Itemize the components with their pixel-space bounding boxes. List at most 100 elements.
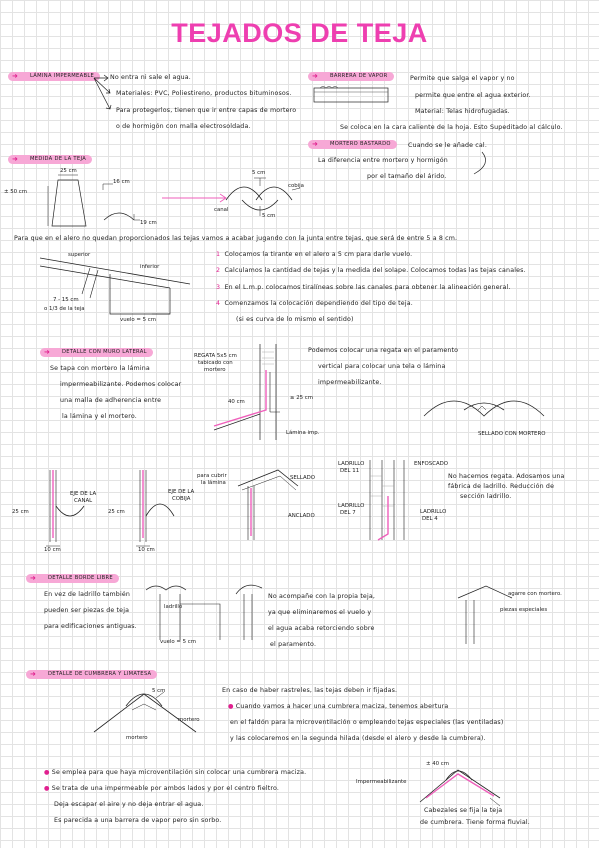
dim-canal-25cm: 25 cm: [12, 509, 29, 515]
dim-16cm: 16 cm: [113, 179, 130, 185]
bullet-icon: ●: [228, 703, 236, 710]
dim-50cm: ± 50 cm: [4, 189, 28, 195]
heading-cumbrera-label: DETALLE DE CUMBRERA Y LIMATESA: [48, 671, 152, 677]
borde-mid-sketch: [235, 584, 263, 640]
label-eje-canal: EJE DE LA: [70, 491, 97, 497]
label-canal: canal: [214, 207, 229, 213]
step-2: 2 Calculamos la cantidad de tejas y la m…: [216, 267, 526, 274]
cumbrera-line-2-text: Cuando vamos a hacer una cumbrera maciza…: [235, 703, 449, 710]
dim-7-15cm: 7 - 15 cm: [53, 297, 79, 303]
muro-note-3: sección ladrillo.: [460, 493, 512, 500]
step-4-text: Comenzamos la colocación dependiendo del…: [224, 300, 413, 307]
cobija-detail-sketch: [136, 470, 175, 547]
label-mortero-left: mortero: [126, 735, 148, 741]
label-para-cubrir: para cubrir: [197, 473, 227, 479]
cumbrera-line-1: En caso de haber rastreles, las tejas de…: [222, 687, 398, 694]
borde-mid-line-4: el paramento.: [270, 641, 317, 648]
lamina-line-4: o de hormigón con malla electrosoldada.: [116, 123, 251, 130]
step-2-text: Calculamos la cantidad de tejas y la med…: [224, 267, 526, 274]
arrow-right-icon: ➜: [30, 574, 37, 582]
barrera-line-5: Cuando se le añade cal.: [408, 142, 487, 149]
dim-cobija-25cm: 25 cm: [108, 509, 125, 515]
steps-note: (si es curva de lo mismo el sentido): [236, 316, 354, 323]
heading-mortero-bastardo: ➜ MORTERO BASTARDO: [308, 140, 397, 149]
label-la-lamina: la lámina: [201, 480, 226, 486]
barrera-line-4: Se coloca en la cara caliente de la hoja…: [340, 124, 563, 131]
dim-40cm: 40 cm: [228, 399, 245, 405]
step-1-text: Colocamos la tirante en el alero a 5 cm …: [224, 251, 413, 258]
barrera-sketch: [313, 86, 389, 103]
dim-borde-vuelo: vuelo = 5 cm: [160, 639, 197, 645]
dim-25cm-regata: ≥ 25 cm: [290, 395, 314, 401]
borde-mid-line-2: ya que eliminaremos el vuelo y: [268, 609, 372, 616]
muro-right-line-2: vertical para colocar una tela o lámina: [318, 363, 446, 370]
cumbrera-sketch: [93, 691, 197, 733]
label-cobija: cobija: [288, 183, 304, 189]
label-mortero-right: mortero: [178, 717, 200, 723]
cumbrera-bullet-4: Es parecida a una barrera de vapor pero …: [54, 817, 222, 824]
arrow-right-icon: ➜: [12, 155, 19, 163]
label-ladrillo-11: LADRILLO: [338, 461, 365, 467]
muro-note-1: No hacemos regata. Adosamos una: [448, 473, 565, 480]
step-3-text: En el L.m.p. colocamos tiralíneas sobre …: [224, 284, 511, 291]
label-enfoscado: ENFOSCADO: [414, 461, 449, 467]
borde-mid-line-3: el agua acaba retorciendo sobre: [268, 625, 375, 632]
teja-dimension-sketch: [47, 174, 140, 227]
heading-barrera: ➜ BARRERA DE VAPOR: [308, 72, 394, 81]
ladrillo-sketch: [369, 460, 405, 541]
dim-cobija-10cm: 10 cm: [138, 547, 155, 553]
label-ladrillo-7: LADRILLO: [338, 503, 365, 509]
heading-lamina-label: LÁMINA IMPERMEABLE: [30, 73, 95, 79]
label-cobija-2: COBIJA: [172, 496, 191, 502]
heading-borde: ➜ DETALLE BORDE LIBRE: [26, 574, 119, 583]
canal-cobija-sketch: [225, 177, 301, 216]
borde-ladrillo-sketch: [145, 585, 221, 640]
cumbrera-line-2: ● Cuando vamos a hacer una cumbrera maci…: [228, 703, 449, 710]
dim-cumbrera-5cm: 5 cm: [152, 688, 166, 694]
step-3-number: 3: [216, 284, 221, 291]
sellado-sketch: [423, 400, 545, 417]
dim-vuelo: vuelo = 5 cm: [120, 317, 157, 323]
label-inferior: inferior: [140, 264, 160, 270]
label-canal-2: CANAL: [74, 498, 93, 504]
canal-detail-sketch: [46, 470, 85, 547]
cumbrera-line-3: en el faldón para la microventilación o …: [230, 719, 504, 726]
regata-sketch: [213, 344, 280, 440]
step-3: 3 En el L.m.p. colocamos tiralíneas sobr…: [216, 284, 511, 291]
cumbrera-line-4: y las colocaremos en la segunda hilada (…: [230, 735, 486, 742]
label-piezas-especiales: piezas especiales: [500, 607, 548, 613]
heading-lamina: ➜ LÁMINA IMPERMEABLE: [8, 72, 101, 81]
muro-line-4: la lámina y el mortero.: [62, 413, 137, 420]
dim-40cm-cumbrera: ± 40 cm: [426, 761, 450, 767]
label-sellado: SELLADO: [290, 475, 316, 481]
step-4: 4 Comenzamos la colocación dependiendo d…: [216, 300, 413, 307]
arrow-right-icon: ➜: [312, 72, 319, 80]
muro-note-2: fábrica de ladrillo. Reducción de: [448, 483, 555, 490]
heading-borde-label: DETALLE BORDE LIBRE: [48, 575, 113, 581]
arrow-right-icon: ➜: [30, 670, 37, 678]
label-ladrillo-4: LADRILLO: [420, 509, 447, 515]
barrera-line-6: La diferencia entre mortero y hormigón: [318, 157, 448, 164]
heading-cumbrera: ➜ DETALLE DE CUMBRERA Y LIMATESA: [26, 670, 158, 679]
step-2-number: 2: [216, 267, 221, 274]
borde-right-sketch: [457, 585, 513, 644]
muro-right-line-3: impermeabilizante.: [318, 379, 382, 386]
cumbrera-right-line-2: de cumbrera. Tiene forma fluvial.: [420, 819, 530, 826]
lamina-arrows: [93, 74, 112, 110]
borde-line-3: para edificaciones antiguas.: [44, 623, 137, 630]
label-del-7: DEL 7: [340, 510, 356, 516]
anclado-sketch: [237, 469, 299, 540]
arrow-right-icon: ➜: [12, 72, 19, 80]
heading-medida: ➜MEDIDA DE LA TEJA: [8, 155, 93, 164]
step-1-number: 1: [216, 251, 221, 258]
arrow-right-icon: ➜: [312, 140, 319, 148]
heading-barrera-label: BARRERA DE VAPOR: [330, 73, 388, 79]
label-sellado-mortero: SELLADO CON MORTERO: [478, 431, 546, 437]
step-4-number: 4: [216, 300, 221, 307]
label-agarre: agarre con mortero.: [508, 591, 562, 597]
heading-mortero-label: MORTERO BASTARDO: [330, 141, 391, 147]
dim-19cm: 19 cm: [140, 220, 157, 226]
lamina-line-3: Para protegerlos, tienen que ir entre ca…: [116, 107, 297, 114]
muro-line-2: impermeabilizante. Podemos colocar: [60, 381, 182, 388]
label-eje-cobija: EJE DE LA: [168, 489, 195, 495]
